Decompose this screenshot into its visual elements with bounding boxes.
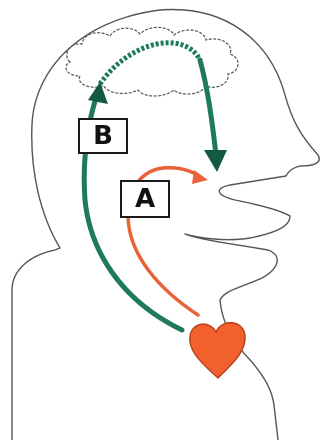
arrow-brain-to-mouth-head xyxy=(204,150,227,172)
heart-icon xyxy=(190,323,245,378)
label-a-text: A xyxy=(135,184,155,214)
arrow-brain-to-mouth xyxy=(200,60,216,155)
brain-cloud-icon xyxy=(66,27,238,96)
arrow-a-head xyxy=(192,170,208,184)
label-a-box: A xyxy=(120,180,170,218)
arrow-brain-arc xyxy=(100,43,200,84)
head-silhouette xyxy=(12,10,319,440)
arrow-b-head xyxy=(88,82,108,104)
label-b-text: B xyxy=(93,121,113,151)
label-b-box: B xyxy=(78,118,128,154)
